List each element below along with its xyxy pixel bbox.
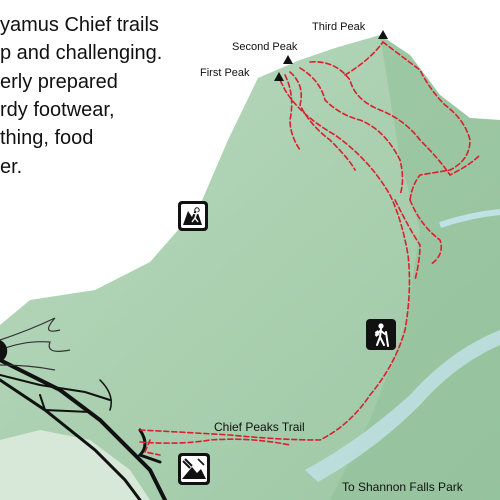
notice-line-2: p and challenging. — [0, 42, 163, 64]
mountain-terrain — [0, 35, 500, 500]
foothills — [0, 430, 150, 500]
trails — [139, 41, 481, 456]
notice-line-5: thing, food — [0, 127, 94, 149]
map-marker — [0, 340, 8, 362]
third-peak-label: Third Peak — [312, 21, 366, 33]
shannon-falls-label: To Shannon Falls Park — [342, 480, 464, 494]
rock-climbing-icon[interactable] — [178, 201, 208, 231]
notice-line-4: rdy footwear, — [0, 99, 115, 121]
chief-peaks-trail-label: Chief Peaks Trail — [214, 420, 305, 434]
second-peak-marker — [283, 55, 293, 64]
first-peak-marker — [274, 72, 284, 81]
notice-line-3: erly prepared — [0, 71, 118, 93]
notice-line-6: er. — [0, 156, 23, 178]
viewpoint-icon[interactable] — [178, 453, 210, 485]
roads — [0, 358, 167, 500]
notice-line-1: yamus Chief trails — [0, 14, 159, 36]
hiking-icon[interactable] — [366, 319, 396, 350]
mountain-shadow — [330, 35, 500, 500]
third-peak-marker — [378, 30, 388, 39]
second-peak-label: Second Peak — [232, 41, 298, 53]
waterways — [0, 317, 71, 371]
creek — [439, 209, 500, 228]
first-peak-label: First Peak — [200, 67, 250, 79]
river — [305, 330, 500, 482]
